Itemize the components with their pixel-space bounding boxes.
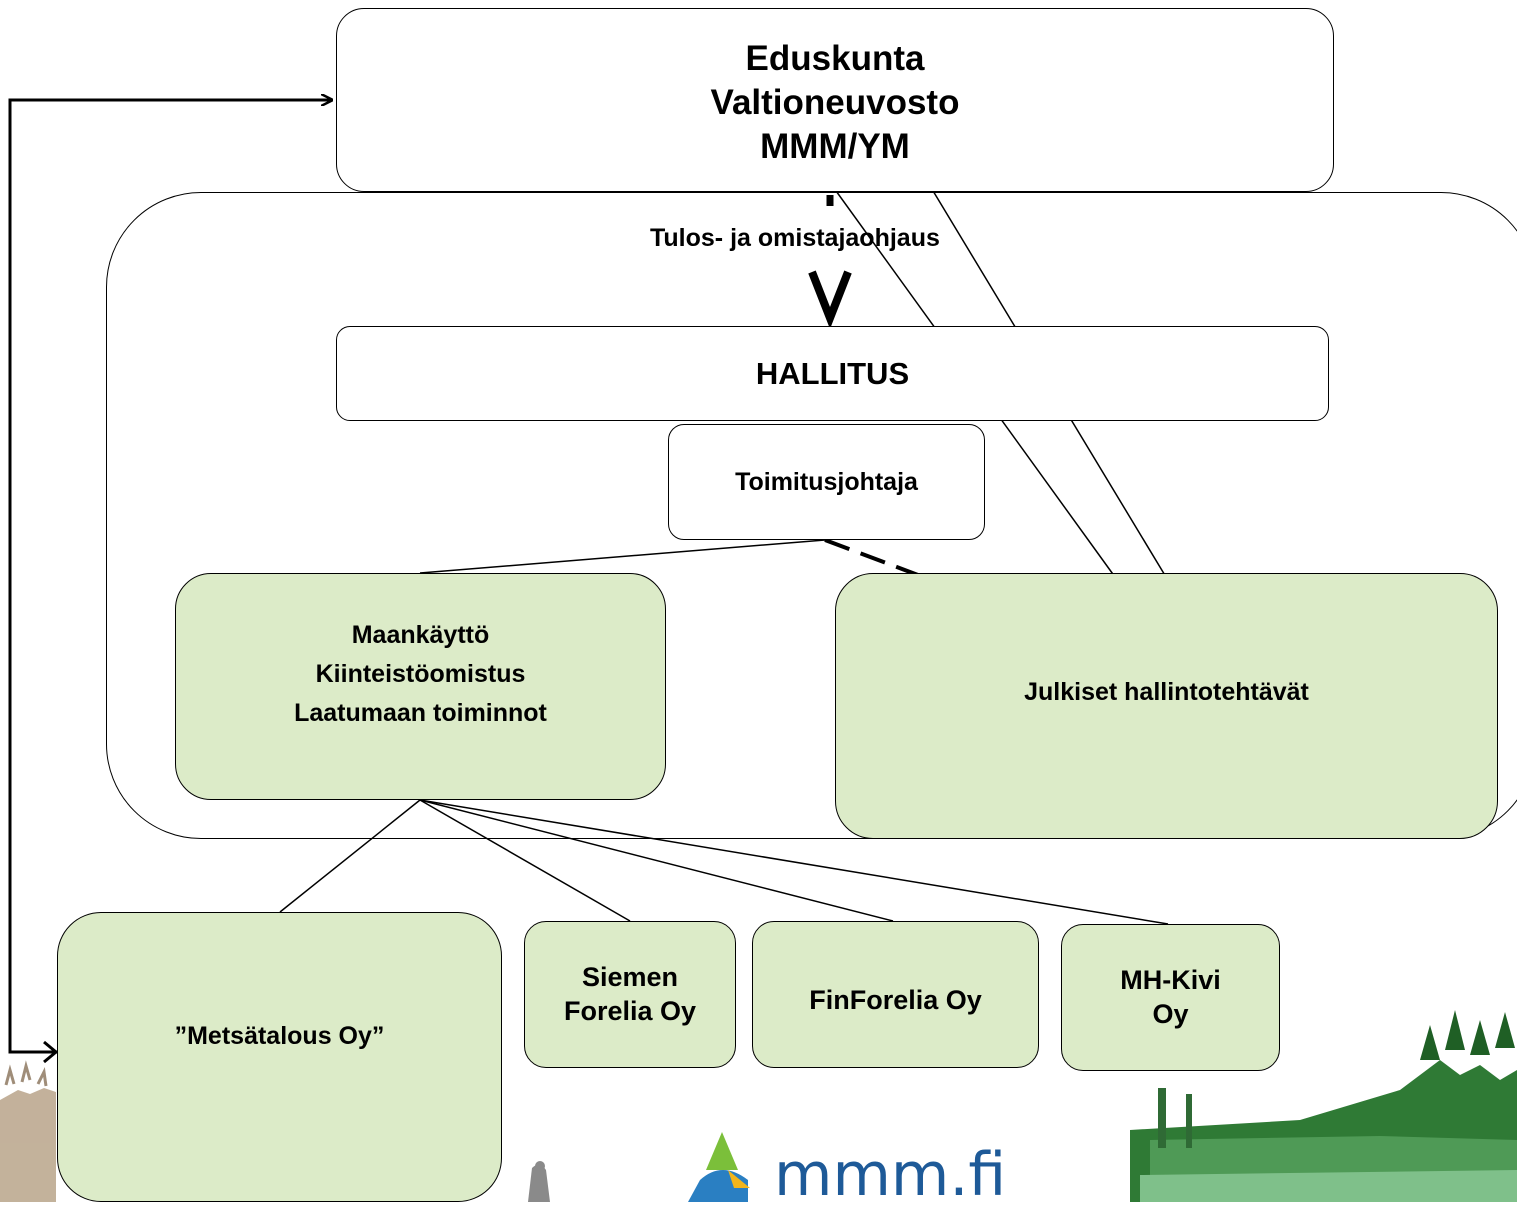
subsidiary-finforelia: FinForelia Oy [752, 921, 1039, 1068]
board-label: HALLITUS [755, 355, 910, 391]
ceo-to-land-use-line [419, 539, 826, 574]
government-line-2: Valtioneuvosto [710, 82, 960, 122]
land-use-to-sub-2 [419, 799, 631, 922]
mmm-logo-text: mmm.fi [774, 1140, 1007, 1210]
bird-decoration [528, 1161, 550, 1202]
organization-boundary [106, 192, 1517, 839]
mmm-logo-icon [688, 1132, 750, 1202]
steering-down-arrow [808, 270, 852, 329]
government-box: Eduskunta Valtioneuvosto MMM/YM [336, 8, 1334, 192]
land-use-line-1: Maankäyttö [351, 621, 490, 650]
feedback-loop-line [8, 100, 332, 1054]
ceo-label: Toimitusjohtaja [735, 467, 918, 496]
forest-landscape-decoration [1130, 1010, 1517, 1202]
land-use-line-2: Kiinteistöomistus [315, 660, 526, 689]
land-use-line-3: Laatumaan toiminnot [294, 698, 547, 727]
subsidiary-metsatalous: ”Metsätalous Oy” [57, 912, 502, 1202]
subsidiary-mh-kivi: MH-Kivi Oy [1061, 924, 1280, 1071]
subsidiary-mh-kivi-line-1: MH-Kivi [1120, 964, 1221, 995]
public-admin-label: Julkiset hallintotehtävät [1024, 678, 1309, 706]
land-use-to-sub-1 [279, 799, 421, 913]
ceo-box: Toimitusjohtaja [668, 424, 985, 540]
land-use-to-sub-4 [419, 799, 1169, 925]
government-line-1: Eduskunta [745, 39, 925, 78]
reindeer-decoration [0, 1060, 56, 1202]
subsidiary-finforelia-label: FinForelia Oy [809, 985, 982, 1015]
public-admin-box: Julkiset hallintotehtävät [835, 573, 1498, 839]
land-use-box: Maankäyttö Kiinteistöomistus Laatumaan t… [175, 573, 666, 800]
land-use-to-sub-3 [419, 799, 894, 922]
subsidiary-mh-kivi-line-2: Oy [1152, 998, 1189, 1029]
subsidiary-siemen-line-1: Siemen [581, 961, 679, 992]
subsidiary-siemen-line-2: Forelia Oy [563, 995, 697, 1026]
government-line-3: MMM/YM [760, 126, 910, 166]
feedback-loop-arrow-bottom [43, 1040, 59, 1064]
subsidiary-siemen-forelia: Siemen Forelia Oy [524, 921, 736, 1068]
subsidiary-metsatalous-label: ”Metsätalous Oy” [174, 1022, 385, 1050]
steering-label: Tulos- ja omistajaohjaus [650, 224, 940, 252]
ceo-to-public-admin-dashed [824, 538, 919, 577]
board-box: HALLITUS [336, 326, 1329, 421]
mmm-logo: mmm.fi [678, 1130, 1006, 1210]
